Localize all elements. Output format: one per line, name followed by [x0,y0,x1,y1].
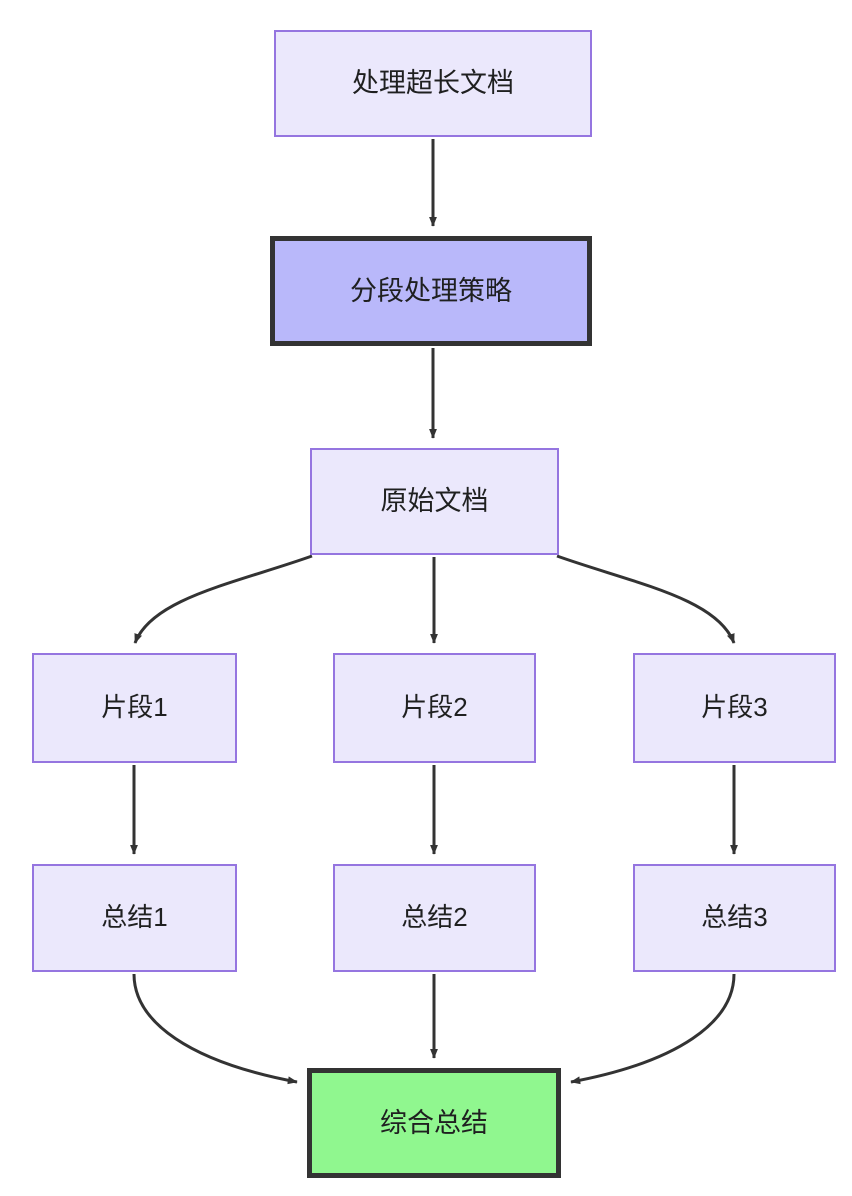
node-label: 原始文档 [380,486,489,517]
node-summary-1[interactable]: 总结1 [32,864,237,972]
node-label: 总结2 [401,902,468,933]
node-summary-2[interactable]: 总结2 [333,864,536,972]
node-label: 处理超长文档 [352,68,514,99]
node-process-long-document[interactable]: 处理超长文档 [274,30,592,137]
node-label: 分段处理策略 [350,275,512,306]
node-chunk-1[interactable]: 片段1 [32,653,237,763]
node-source-document[interactable]: 原始文档 [310,448,559,555]
edge-source-to-chunk1 [133,554,313,644]
node-label: 总结1 [101,902,168,933]
node-summary-3[interactable]: 总结3 [633,864,836,972]
node-chunking-strategy[interactable]: 分段处理策略 [270,236,592,346]
node-label: 总结3 [701,902,768,933]
node-label: 片段2 [401,692,468,723]
node-final-summary[interactable]: 综合总结 [307,1068,561,1178]
node-chunk-3[interactable]: 片段3 [633,653,836,763]
node-label: 片段1 [101,692,168,723]
edge-summary3-to-final [570,973,736,1085]
edge-source-to-chunk3 [556,554,736,644]
node-label: 片段3 [701,692,768,723]
edge-summary1-to-final [132,973,298,1085]
node-chunk-2[interactable]: 片段2 [333,653,536,763]
node-label: 综合总结 [380,1107,488,1138]
